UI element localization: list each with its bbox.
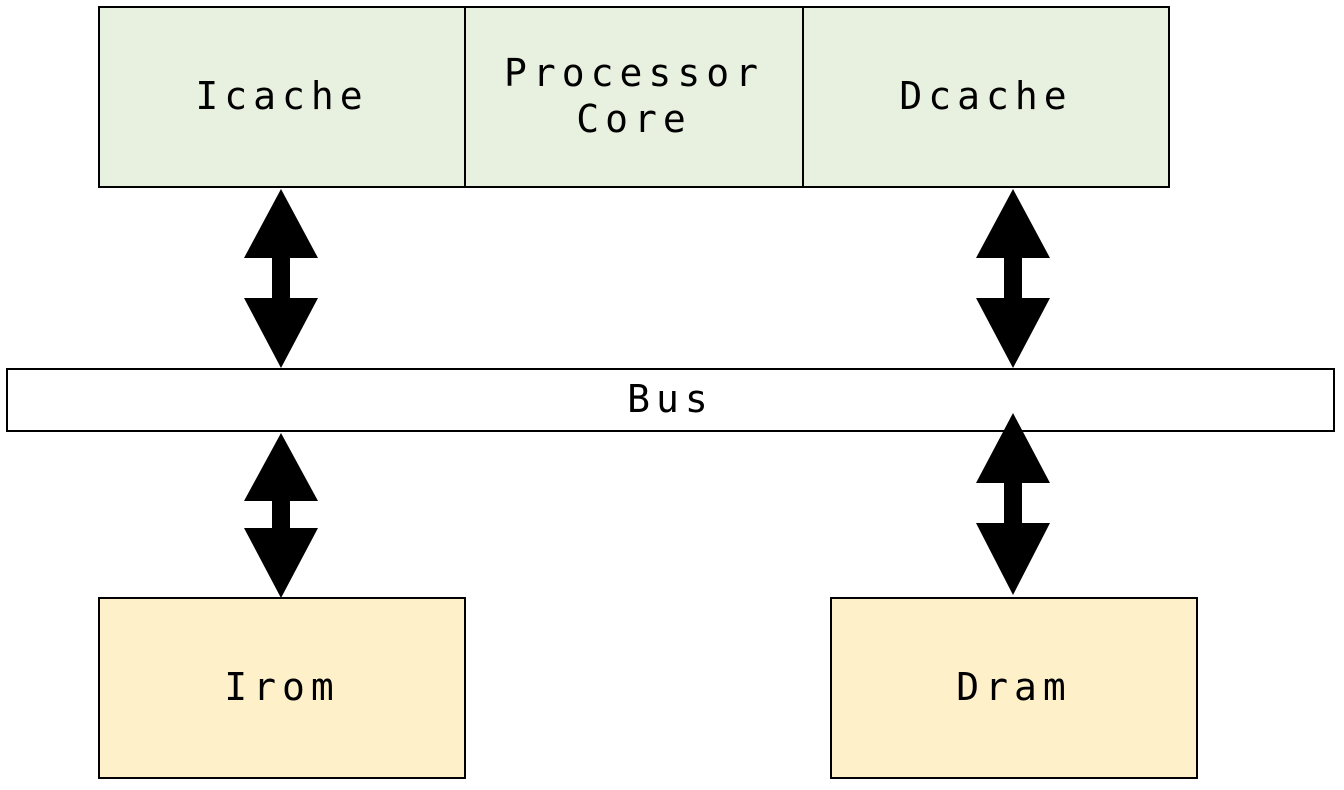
bus-irom-arrow [244, 433, 318, 598]
icache-label: Icache [195, 74, 369, 119]
dcache-label: Dcache [899, 74, 1073, 119]
processor-core-block: Processor Core [464, 6, 804, 188]
dram-label: Dram [956, 665, 1072, 710]
processor-core-label: Processor Core [504, 51, 764, 141]
bus-label: Bus [627, 377, 714, 422]
irom-label: Irom [224, 665, 340, 710]
icache-bus-arrow [244, 189, 318, 368]
irom-block: Irom [98, 597, 466, 779]
bus-dram-arrow [976, 413, 1050, 595]
dram-block: Dram [830, 597, 1198, 779]
dcache-block: Dcache [802, 6, 1170, 188]
bus-block: Bus [6, 368, 1335, 432]
dcache-bus-arrow [976, 189, 1050, 368]
icache-block: Icache [98, 6, 466, 188]
